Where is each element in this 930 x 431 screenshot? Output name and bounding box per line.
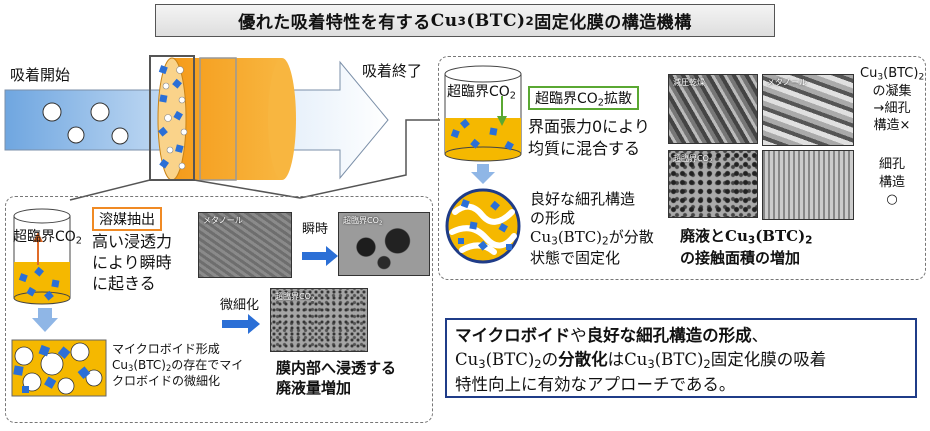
- sem-scco2-cross: [762, 150, 854, 220]
- membrane-particles: [158, 65, 184, 169]
- zoom-frame: [149, 55, 195, 181]
- bubble: [90, 102, 110, 122]
- refine-label: 微細化: [220, 298, 260, 313]
- right-scco2-label: 超臨界CO2: [447, 84, 517, 102]
- membrane-pores: [162, 66, 188, 170]
- right-mixing-text: 界面張力0により 均質に混合する: [528, 117, 650, 158]
- adsorption-end-label: 吸着終了: [362, 62, 423, 80]
- right-panel: [438, 56, 926, 280]
- scco2-diffusion-tag: 超臨界CO2拡散: [528, 86, 640, 111]
- membrane-outline: [199, 57, 237, 181]
- microvoid-bar: [11, 339, 107, 397]
- title-pre: 優れた吸着特性を有する: [238, 13, 431, 33]
- refine-arrow: [222, 314, 260, 334]
- membrane-back-face: [268, 58, 296, 180]
- right-beaker: [444, 65, 522, 162]
- adsorption-start-label: 吸着開始: [10, 66, 71, 84]
- bubble: [111, 127, 129, 145]
- contact-area-text: 廃液とCu3(BTC)2 の接触面積の増加: [680, 227, 813, 267]
- pore-circle: [445, 188, 521, 264]
- sem-vacuum-dried: 減圧乾燥: [668, 74, 758, 144]
- bubble: [42, 102, 62, 122]
- sem-methanol-left: メタノール: [198, 212, 292, 278]
- aggregation-note: Cu3(BTC)2 の凝集 →細孔 構造×: [860, 66, 925, 133]
- down-arrow-right: [471, 164, 495, 184]
- left-scco2-label: 超臨界CO2: [13, 229, 83, 247]
- bubble: [67, 126, 85, 144]
- left-penetration-text: 高い浸透力 により瞬時 に起きる: [92, 232, 173, 293]
- sem-methanol-right: メタノール: [762, 74, 854, 146]
- instant-arrow: [302, 246, 338, 266]
- sem-scco2-pores: 超臨界CO2: [668, 150, 758, 218]
- good-pore-note: 細孔 構造 ○: [878, 157, 905, 208]
- down-arrow-left: [32, 308, 58, 332]
- title-post: 固定化膜の構造機構: [534, 13, 692, 33]
- left-result-text: 膜内部へ浸透する 廃液量増加: [276, 359, 397, 398]
- left-beaker: [13, 208, 71, 305]
- title-cu: Cu: [430, 10, 458, 31]
- membrane-body: [172, 58, 282, 180]
- connector-right: [193, 119, 440, 199]
- sem-scco2-voids: 超臨界CO2: [338, 212, 430, 276]
- solvent-extraction-tag: 溶媒抽出: [92, 207, 162, 231]
- instant-label: 瞬時: [302, 222, 329, 237]
- microvoid-text: マイクロボイド形成 Cu3(BTC)2の存在でマイ クロボイドの微細化: [112, 342, 244, 388]
- left-panel: [5, 196, 433, 423]
- pore-structure-text: 良好な細孔構造 の形成 Cu3(BTC)2が分散 状態で固定化: [530, 190, 654, 268]
- title-sub2: 2: [525, 13, 535, 28]
- title-sub3: 3: [457, 13, 467, 28]
- conclusion-box: マイクロボイドや良好な細孔構造の形成、 Cu3(BTC)2の分散化はCu3(BT…: [445, 318, 917, 398]
- sem-scco2-fine: 超臨界CO2: [270, 288, 368, 352]
- title-btc: (BTC): [466, 10, 526, 31]
